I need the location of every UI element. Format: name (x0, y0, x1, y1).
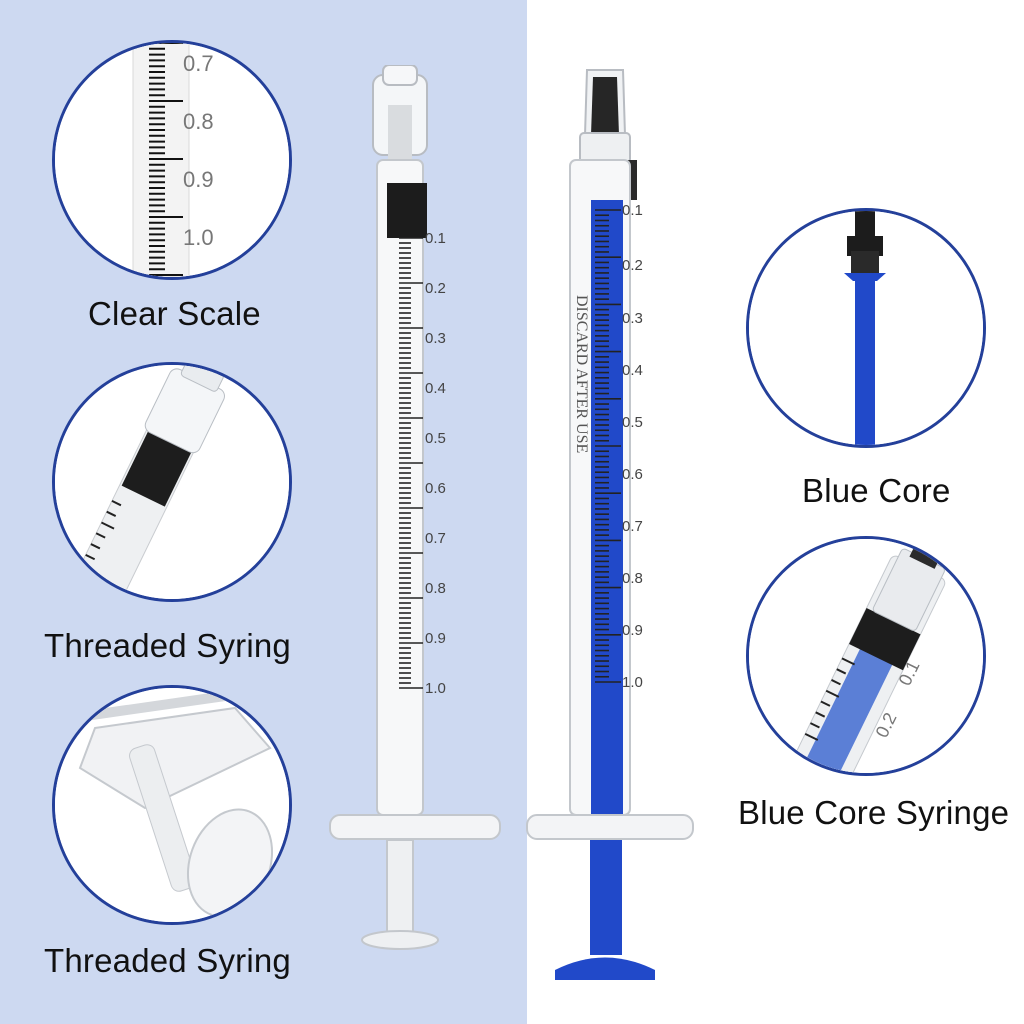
clear-label-8: 0.9 (425, 630, 446, 647)
zoom-label-0: 0.7 (183, 51, 214, 76)
clear-label-5: 0.6 (425, 480, 446, 497)
zoom-label-2: 0.9 (183, 167, 214, 192)
blue-label-2: 0.3 (622, 310, 643, 327)
blue-label-3: 0.4 (622, 362, 643, 379)
blue-label-0: 0.1 (622, 202, 643, 219)
threaded-tip-circle (52, 362, 292, 602)
syringe-tip-icon (55, 365, 289, 599)
clear-syringe-icon: 0.1 0.2 0.3 0.4 0.5 0.6 0.7 0.8 0.9 1.0 (329, 65, 501, 950)
caption-threaded-syringe-1: Threaded Syring (44, 627, 291, 664)
clear-scale-zoom-icon: 0.7 0.8 0.9 1.0 (55, 43, 289, 277)
clear-label-2: 0.3 (425, 330, 446, 347)
blue-barrel-text: DISCARD AFTER USE (573, 295, 590, 453)
blue-label-9: 1.0 (622, 674, 643, 691)
clear-scale-circle: 0.7 0.8 0.9 1.0 (52, 40, 292, 280)
blue-core-syringe-circle: 0.1 0.2 (746, 536, 986, 776)
blue-label-1: 0.2 (622, 257, 643, 274)
blue-label-7: 0.8 (622, 570, 643, 587)
blue-label-5: 0.6 (622, 466, 643, 483)
clear-label-1: 0.2 (425, 280, 446, 297)
clear-label-4: 0.5 (425, 430, 446, 447)
blue-plunger-icon (749, 211, 983, 445)
blue-core-circle (746, 208, 986, 448)
clear-label-6: 0.7 (425, 530, 446, 547)
clear-label-7: 0.8 (425, 580, 446, 597)
clear-label-0: 0.1 (425, 230, 446, 247)
caption-threaded-syringe-2: Threaded Syring (44, 942, 291, 979)
blue-core-syringe-zoom-icon: 0.1 0.2 (749, 539, 983, 773)
zoom-label-3: 1.0 (183, 225, 214, 250)
blue-label-8: 0.9 (622, 622, 643, 639)
clear-label-3: 0.4 (425, 380, 446, 397)
syringe-flange-icon (55, 688, 289, 922)
blue-syringe-icon: DISCARD AFTER USE 0.1 0.2 0.3 0.4 0.5 0.… (526, 69, 694, 980)
caption-clear-scale: Clear Scale (88, 295, 261, 332)
caption-blue-core: Blue Core (802, 472, 951, 509)
caption-blue-core-syringe: Blue Core Syringe (738, 794, 1010, 831)
flange-circle (52, 685, 292, 925)
blue-label-4: 0.5 (622, 414, 643, 431)
blue-label-6: 0.7 (622, 518, 643, 535)
zoom-label-1: 0.8 (183, 109, 214, 134)
clear-label-9: 1.0 (425, 680, 446, 697)
